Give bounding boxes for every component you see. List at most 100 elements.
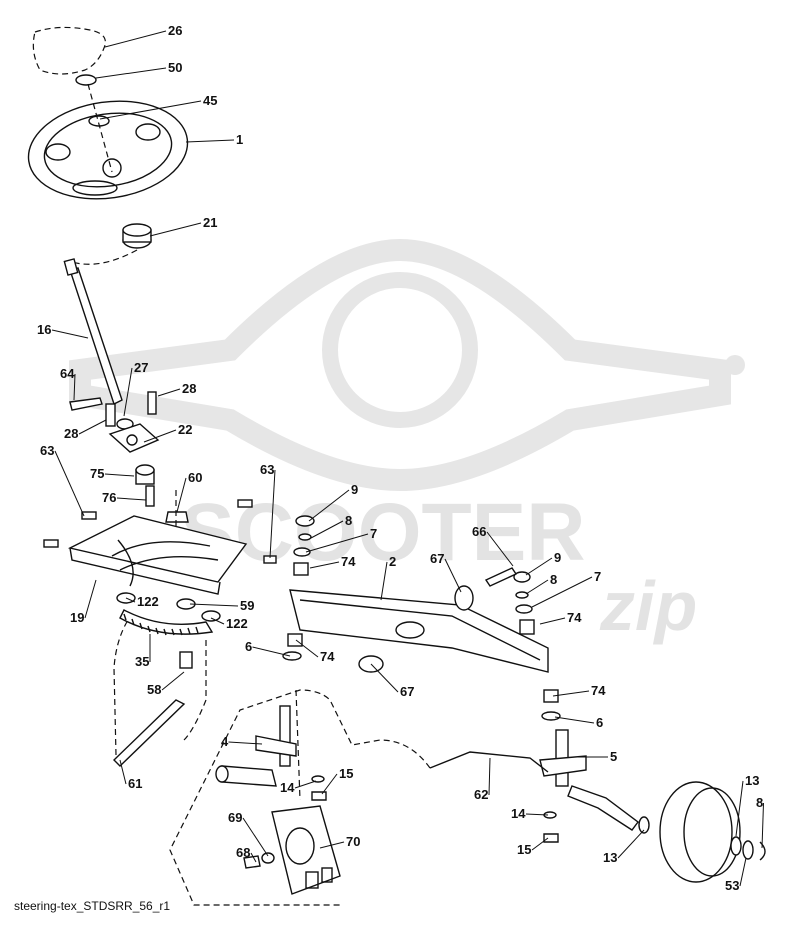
callout-number: 16 [37, 322, 51, 337]
pivot-bolt-part-66 [484, 567, 518, 587]
callout-number: 8 [345, 513, 352, 528]
callout-number: 14 [280, 780, 295, 795]
callout-number: 1 [236, 132, 243, 147]
callout-leader-line [104, 473, 135, 477]
callout-number: 7 [370, 526, 377, 541]
callout-c6a: 6 [245, 639, 291, 657]
callout-number: 76 [102, 490, 116, 505]
callout-number: 15 [517, 842, 531, 857]
bushing-part-74c [287, 633, 303, 647]
callout-number: 66 [472, 524, 486, 539]
steering-wheel-part [27, 100, 189, 200]
nut-part-15b [543, 833, 559, 843]
washer-part-13a [638, 816, 650, 834]
mount-plate-part-70 [271, 805, 341, 895]
bolt-part-28a [147, 391, 157, 415]
spindle-part-4 [215, 705, 297, 787]
callout-c19: 19 [70, 579, 97, 625]
bushing-part-74b [519, 619, 535, 635]
washer-part-14a [311, 775, 325, 783]
bolt-part-76 [145, 485, 155, 507]
callout-c66: 66 [472, 524, 514, 567]
callout-c45: 45 [99, 93, 217, 120]
callout-number: 50 [168, 60, 182, 75]
cap-part-9a [295, 515, 315, 527]
callout-c122b: 122 [210, 616, 248, 631]
callout-number: 21 [203, 215, 217, 230]
callout-leader-line [242, 817, 269, 857]
callout-c6b: 6 [554, 715, 603, 730]
callout-number: 28 [64, 426, 78, 441]
callout-leader-line [552, 690, 590, 697]
callout-number: 8 [756, 795, 763, 810]
callout-leader-line [73, 373, 76, 401]
callout-number: 4 [221, 734, 229, 749]
callout-leader-line [309, 561, 340, 569]
callout-number: 6 [596, 715, 603, 730]
callout-number: 15 [339, 766, 353, 781]
callout-number: 75 [90, 466, 104, 481]
callout-leader-line [99, 100, 202, 120]
callout-c60: 60 [176, 470, 202, 513]
callout-c63b: 63 [260, 462, 276, 559]
callout-leader-line [210, 617, 225, 625]
front-wheel-part [659, 781, 741, 883]
callout-leader-line [119, 759, 127, 785]
nut-part-50 [75, 74, 97, 86]
callout-number: 13 [745, 773, 759, 788]
callout-c67b: 67 [370, 663, 414, 699]
callout-c21: 21 [149, 215, 217, 237]
callout-leader-line [176, 477, 187, 513]
callout-number: 19 [70, 610, 84, 625]
callout-c2: 2 [380, 554, 396, 601]
callout-leader-line [305, 533, 369, 553]
adapter-part-21 [122, 223, 152, 249]
callout-number: 70 [346, 834, 360, 849]
callout-number: 122 [137, 594, 159, 609]
callout-leader-line [525, 813, 549, 816]
callout-number: 13 [603, 850, 617, 865]
callout-c76: 76 [102, 490, 147, 505]
callout-leader-line [149, 222, 202, 237]
callout-c74d: 74 [552, 683, 606, 698]
callout-leader-line [95, 67, 167, 79]
bushing-part-74a [293, 562, 309, 576]
sector-gear-part [119, 609, 214, 636]
callout-c67a: 67 [430, 551, 462, 593]
callout-leader-line [54, 450, 85, 517]
callout-number: 63 [260, 462, 274, 477]
callout-c58: 58 [147, 671, 185, 697]
callout-number: 74 [591, 683, 606, 698]
pinion-part-75 [135, 464, 155, 485]
callout-c27: 27 [123, 360, 148, 417]
callout-c50: 50 [95, 60, 182, 79]
callout-leader-line [51, 329, 89, 339]
callout-number: 74 [320, 649, 335, 664]
callout-c70: 70 [319, 834, 360, 849]
callout-c59: 59 [189, 598, 254, 613]
callout-c75: 75 [90, 466, 135, 481]
callout-leader-line [228, 741, 263, 745]
callout-c14b: 14 [511, 806, 549, 821]
callout-c8c: 8 [756, 795, 764, 849]
callout-c69: 69 [228, 810, 269, 857]
callout-leader-line [252, 646, 291, 657]
callout-number: 67 [430, 551, 444, 566]
bolt-part-63a [81, 511, 97, 520]
callout-c74b: 74 [539, 610, 582, 625]
callout-leader-line [157, 388, 181, 397]
callout-c63a: 63 [40, 443, 85, 517]
callout-c122a: 122 [125, 594, 159, 609]
callout-leader-line [295, 639, 319, 658]
diagram-caption: steering-tex_STDSRR_56_r1 [14, 899, 170, 913]
callout-leader-line [525, 557, 553, 576]
bolt-part-63c [237, 499, 253, 508]
callout-number: 14 [511, 806, 526, 821]
callout-leader-line [735, 780, 744, 837]
callout-c15a: 15 [321, 766, 353, 795]
callout-c8a: 8 [310, 513, 352, 539]
bolt-part-28b [105, 403, 116, 427]
bracket-part-22 [108, 423, 160, 453]
